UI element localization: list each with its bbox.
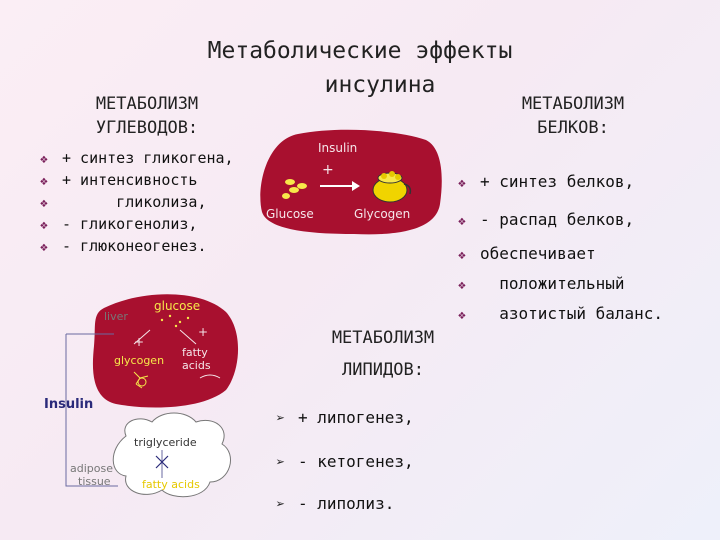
list-item: ❖- распад белков, [458, 202, 663, 240]
insulin-label: Insulin [318, 141, 357, 155]
diamond-bullet-icon: ❖ [458, 176, 466, 191]
insulin-connector [65, 334, 118, 487]
plus-sign: + [322, 162, 334, 178]
diamond-bullet-icon: ❖ [458, 248, 466, 263]
list-item: ❖обеспечивает [458, 240, 663, 270]
diamond-bullet-icon: ❖ [458, 308, 466, 323]
glucose-label: Glucose [266, 207, 314, 221]
liver-glucose-label: glucose [154, 299, 200, 313]
list-item: ❖ положительный [458, 270, 663, 300]
list-item: ➢- кетогенез, [276, 440, 414, 484]
diamond-bullet-icon: ❖ [40, 218, 48, 233]
list-item: ➢- липолиз. [276, 484, 414, 524]
adipose-label-1: adipose [70, 462, 113, 475]
list-item: ❖ гликолиза, [40, 192, 234, 214]
list-item: ❖ азотистый баланс. [458, 300, 663, 330]
fatty-acid-chain-icon [199, 374, 221, 379]
glucose-dots-icon [282, 179, 307, 199]
diamond-bullet-icon: ❖ [458, 214, 466, 229]
arrow-head [352, 181, 360, 191]
diamond-bullet-icon: ❖ [40, 174, 48, 189]
lipids-heading: МЕТАБОЛИЗМ ЛИПИДОВ: [331, 328, 435, 380]
liver-adipose-diagram: liver glucose + + glycogen fatty acids I… [44, 294, 239, 498]
list-item: ❖- глюконеогенез. [40, 236, 234, 258]
fatty-acids-label-1: fatty [182, 346, 208, 359]
adipose-fatty-acids-label: fatty acids [142, 478, 200, 491]
glycogen-cluster-icon [133, 371, 149, 389]
liver-shape [92, 294, 239, 408]
proteins-heading: МЕТАБОЛИЗМ БЕЛКОВ: [521, 94, 625, 138]
list-item: ➢+ липогенез, [276, 396, 414, 440]
blob-shape [260, 129, 442, 235]
diamond-bullet-icon: ❖ [40, 196, 48, 211]
triglyceride-label: triglyceride [134, 436, 197, 449]
glycogen-pot-icon [372, 171, 412, 203]
plus-sign: + [134, 335, 144, 349]
diamond-bullet-icon: ❖ [458, 278, 466, 293]
arrow-bullet-icon: ➢ [276, 453, 286, 471]
carbs-list: ❖+ синтез гликогена, ❖+ интенсивность ❖ … [40, 148, 234, 258]
liver-glycogen-label: glycogen [114, 354, 164, 367]
diamond-bullet-icon: ❖ [40, 240, 48, 255]
glucose-glycogen-diagram: Insulin + Glucose Glycogen [260, 129, 442, 235]
list-item: ❖+ синтез гликогена, [40, 148, 234, 170]
glycogen-label: Glycogen [354, 207, 410, 221]
block-cross-icon [155, 455, 169, 469]
lipids-list: ➢+ липогенез, ➢- кетогенез, ➢- липолиз. [276, 396, 414, 524]
adipose-cloud-shape [112, 412, 231, 498]
list-item: ❖- гликогенолиз, [40, 214, 234, 236]
page-title: Метаболические эффекты инсулина [207, 38, 513, 98]
carbs-heading: МЕТАБОЛИЗМ УГЛЕВОДОВ: [95, 94, 199, 138]
list-item: ❖+ интенсивность [40, 170, 234, 192]
insulin-label: Insulin [44, 397, 93, 412]
adipose-label-2: tissue [78, 475, 111, 488]
proteins-list: ❖+ синтез белков, ❖- распад белков, ❖обе… [458, 164, 663, 330]
liver-label: liver [104, 310, 128, 323]
plus-sign: + [198, 325, 208, 339]
diamond-bullet-icon: ❖ [40, 152, 48, 167]
glucose-dots-icon [160, 314, 190, 328]
arrow-bullet-icon: ➢ [276, 409, 286, 427]
fatty-acids-label-2: acids [182, 359, 211, 372]
arrow-bullet-icon: ➢ [276, 495, 286, 513]
list-item: ❖+ синтез белков, [458, 164, 663, 202]
